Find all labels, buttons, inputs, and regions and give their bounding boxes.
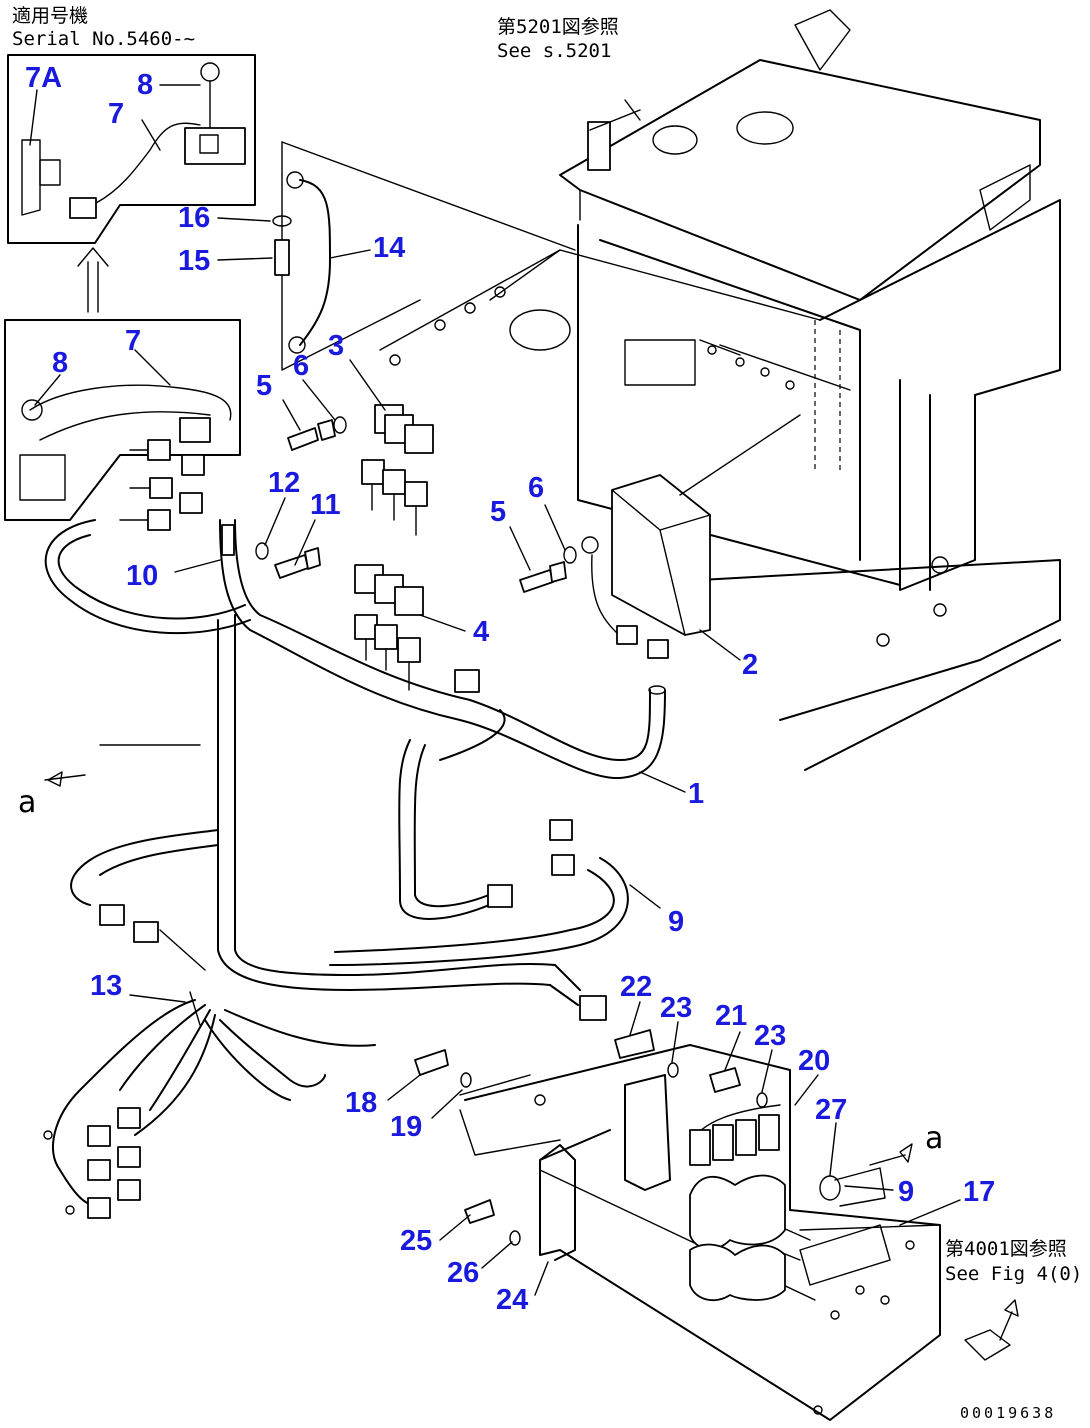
callout-2: 2: [742, 649, 758, 681]
callout-23-left: 23: [660, 992, 692, 1024]
machine-frame: [281, 9, 1061, 771]
inset-standard: [4, 247, 241, 521]
callout-9-upper: 9: [668, 906, 684, 938]
fuse-bracket-assembly: [414, 1029, 1019, 1421]
callout-13: 13: [90, 970, 122, 1002]
ref-4001-en: See Fig 4(0): [945, 1263, 1082, 1285]
view-letter-a-right: a: [925, 1121, 943, 1156]
callout-22: 22: [620, 971, 652, 1003]
serial-note-en: Serial No.5460-~: [12, 28, 195, 50]
callout-7-inset: 7: [108, 98, 124, 130]
callout-9-lower: 9: [898, 1176, 914, 1208]
ref-4001-jp: 第4001図参照: [945, 1238, 1067, 1260]
leader-lines: [29, 84, 961, 1296]
notes: 適用号機 Serial No.5460-~ 第5201図参照 See s.520…: [12, 5, 1082, 1422]
main-harness: [44, 519, 666, 1021]
callout-10: 10: [126, 560, 158, 592]
inset-serial-variant: [7, 54, 256, 244]
callout-23-right: 23: [754, 1020, 786, 1052]
callout-8-standard: 8: [52, 347, 68, 379]
bolts-washers-upper: [255, 416, 577, 593]
callout-6-lower: 6: [528, 472, 544, 504]
ref-5201-jp: 第5201図参照: [497, 16, 619, 38]
callout-3: 3: [328, 330, 344, 362]
callout-4: 4: [473, 616, 489, 648]
view-letter-a-left: a: [18, 785, 36, 820]
callout-6-upper: 6: [293, 350, 309, 382]
callout-21: 21: [715, 1000, 747, 1032]
callout-1: 1: [688, 778, 704, 810]
connector-fan-lower: [43, 991, 376, 1219]
callout-8-inset: 8: [137, 69, 153, 101]
relay-group-upper: [361, 404, 434, 536]
serial-note-jp: 適用号機: [12, 5, 88, 27]
callout-27: 27: [815, 1094, 847, 1126]
callout-26: 26: [447, 1257, 479, 1289]
callout-16: 16: [178, 202, 210, 234]
callout-7-standard: 7: [125, 325, 141, 357]
callout-14: 14: [373, 232, 405, 264]
callout-5-lower: 5: [490, 496, 506, 528]
connector-cluster-left: [119, 439, 235, 556]
callout-17: 17: [963, 1176, 995, 1208]
relay-group-lower: [354, 564, 424, 691]
callout-11: 11: [310, 489, 341, 521]
callout-18: 18: [345, 1087, 377, 1119]
callout-25: 25: [400, 1225, 432, 1257]
controller-box: [581, 414, 801, 659]
callout-5-upper: 5: [256, 370, 272, 402]
ground-strap: [272, 171, 331, 354]
callout-12: 12: [268, 467, 300, 499]
callout-numbers: 1 2 3 4 5 5 6 6 7 7 7A 8 8 9 9 10 11 12 …: [25, 62, 995, 1316]
callout-19: 19: [390, 1111, 422, 1143]
ref-5201-en: See s.5201: [497, 40, 611, 62]
callout-24: 24: [496, 1284, 528, 1316]
callout-20: 20: [798, 1045, 830, 1077]
drawing-code: 00019638: [960, 1404, 1056, 1422]
callout-15: 15: [178, 245, 210, 277]
callout-7A: 7A: [25, 62, 62, 94]
